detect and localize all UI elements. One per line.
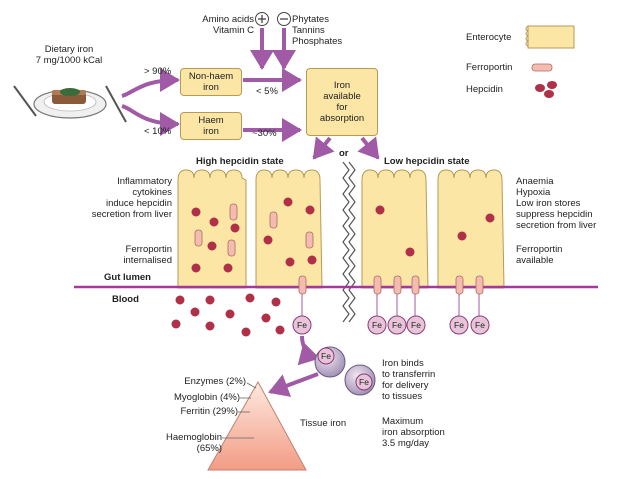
absorption-arrows — [243, 68, 302, 142]
plus-icon — [255, 12, 269, 26]
fe-stems — [301, 294, 480, 316]
fe-label: Fe — [359, 377, 369, 387]
fe-circles — [292, 315, 490, 335]
tissue-iron-label: Tissue iron — [300, 418, 347, 429]
membrane-ferroportin-right — [373, 275, 484, 295]
fe-label: Fe — [411, 320, 421, 330]
legend-enterocyte-icon — [525, 25, 575, 49]
hepcidin-dots-blood — [171, 293, 285, 337]
divider-zigzag-2 — [348, 161, 356, 323]
enterocyte-group-high — [177, 169, 323, 289]
pct-approx30: ~30% — [252, 128, 277, 139]
arrow-to-tissue — [268, 372, 319, 397]
dietary-arrows — [121, 68, 180, 136]
legend-hepcidin-label: Hepcidin — [466, 84, 503, 95]
high-hepcidin-title: High hepcidin state — [196, 156, 284, 167]
fe-label: Fe — [392, 320, 402, 330]
transferrin-icon — [314, 346, 376, 396]
legend-enterocyte-label: Enterocyte — [466, 32, 512, 43]
enterocyte-group-low — [361, 169, 505, 289]
membrane-ferroportin-left — [298, 275, 307, 295]
legend-ferroportin-label: Ferroportin — [466, 62, 513, 73]
internalised-ferroportin — [194, 203, 314, 257]
fe-label: Fe — [372, 320, 382, 330]
hepcidin-dots-cells — [191, 197, 495, 273]
fe-label: Fe — [454, 320, 464, 330]
pct-lt5: < 5% — [256, 86, 278, 97]
pyramid-enzymes: Enzymes (2%) — [184, 376, 246, 387]
low-hepcidin-title: Low hepcidin state — [384, 156, 470, 167]
blood-label: Blood — [112, 294, 139, 305]
fe-label: Fe — [321, 351, 331, 361]
fe-label: Fe — [297, 320, 307, 330]
minus-icon — [277, 12, 291, 26]
legend-hepcidin-icon — [535, 81, 557, 98]
or-label: or — [339, 148, 349, 159]
state-arrows — [312, 136, 380, 160]
divider-zigzag — [342, 161, 350, 323]
legend-ferroportin-icon — [531, 63, 553, 72]
enhancer-inhibitor-arrows — [250, 28, 296, 70]
pyramid-myoglobin: Myoglobin (4%) — [174, 392, 240, 403]
plate-icon — [13, 85, 127, 123]
pyramid-haemoglobin: Haemoglobin(65%) — [166, 432, 222, 454]
gut-lumen-label: Gut lumen — [104, 272, 151, 283]
fe-label: Fe — [475, 320, 485, 330]
pyramid-ferritin: Ferritin (29%) — [180, 406, 238, 417]
tissue-iron-pyramid — [207, 380, 307, 471]
pct-lt10: < 10% — [144, 126, 172, 137]
pct-gt90: > 90% — [144, 66, 172, 77]
pyramid-leaders — [222, 382, 257, 439]
